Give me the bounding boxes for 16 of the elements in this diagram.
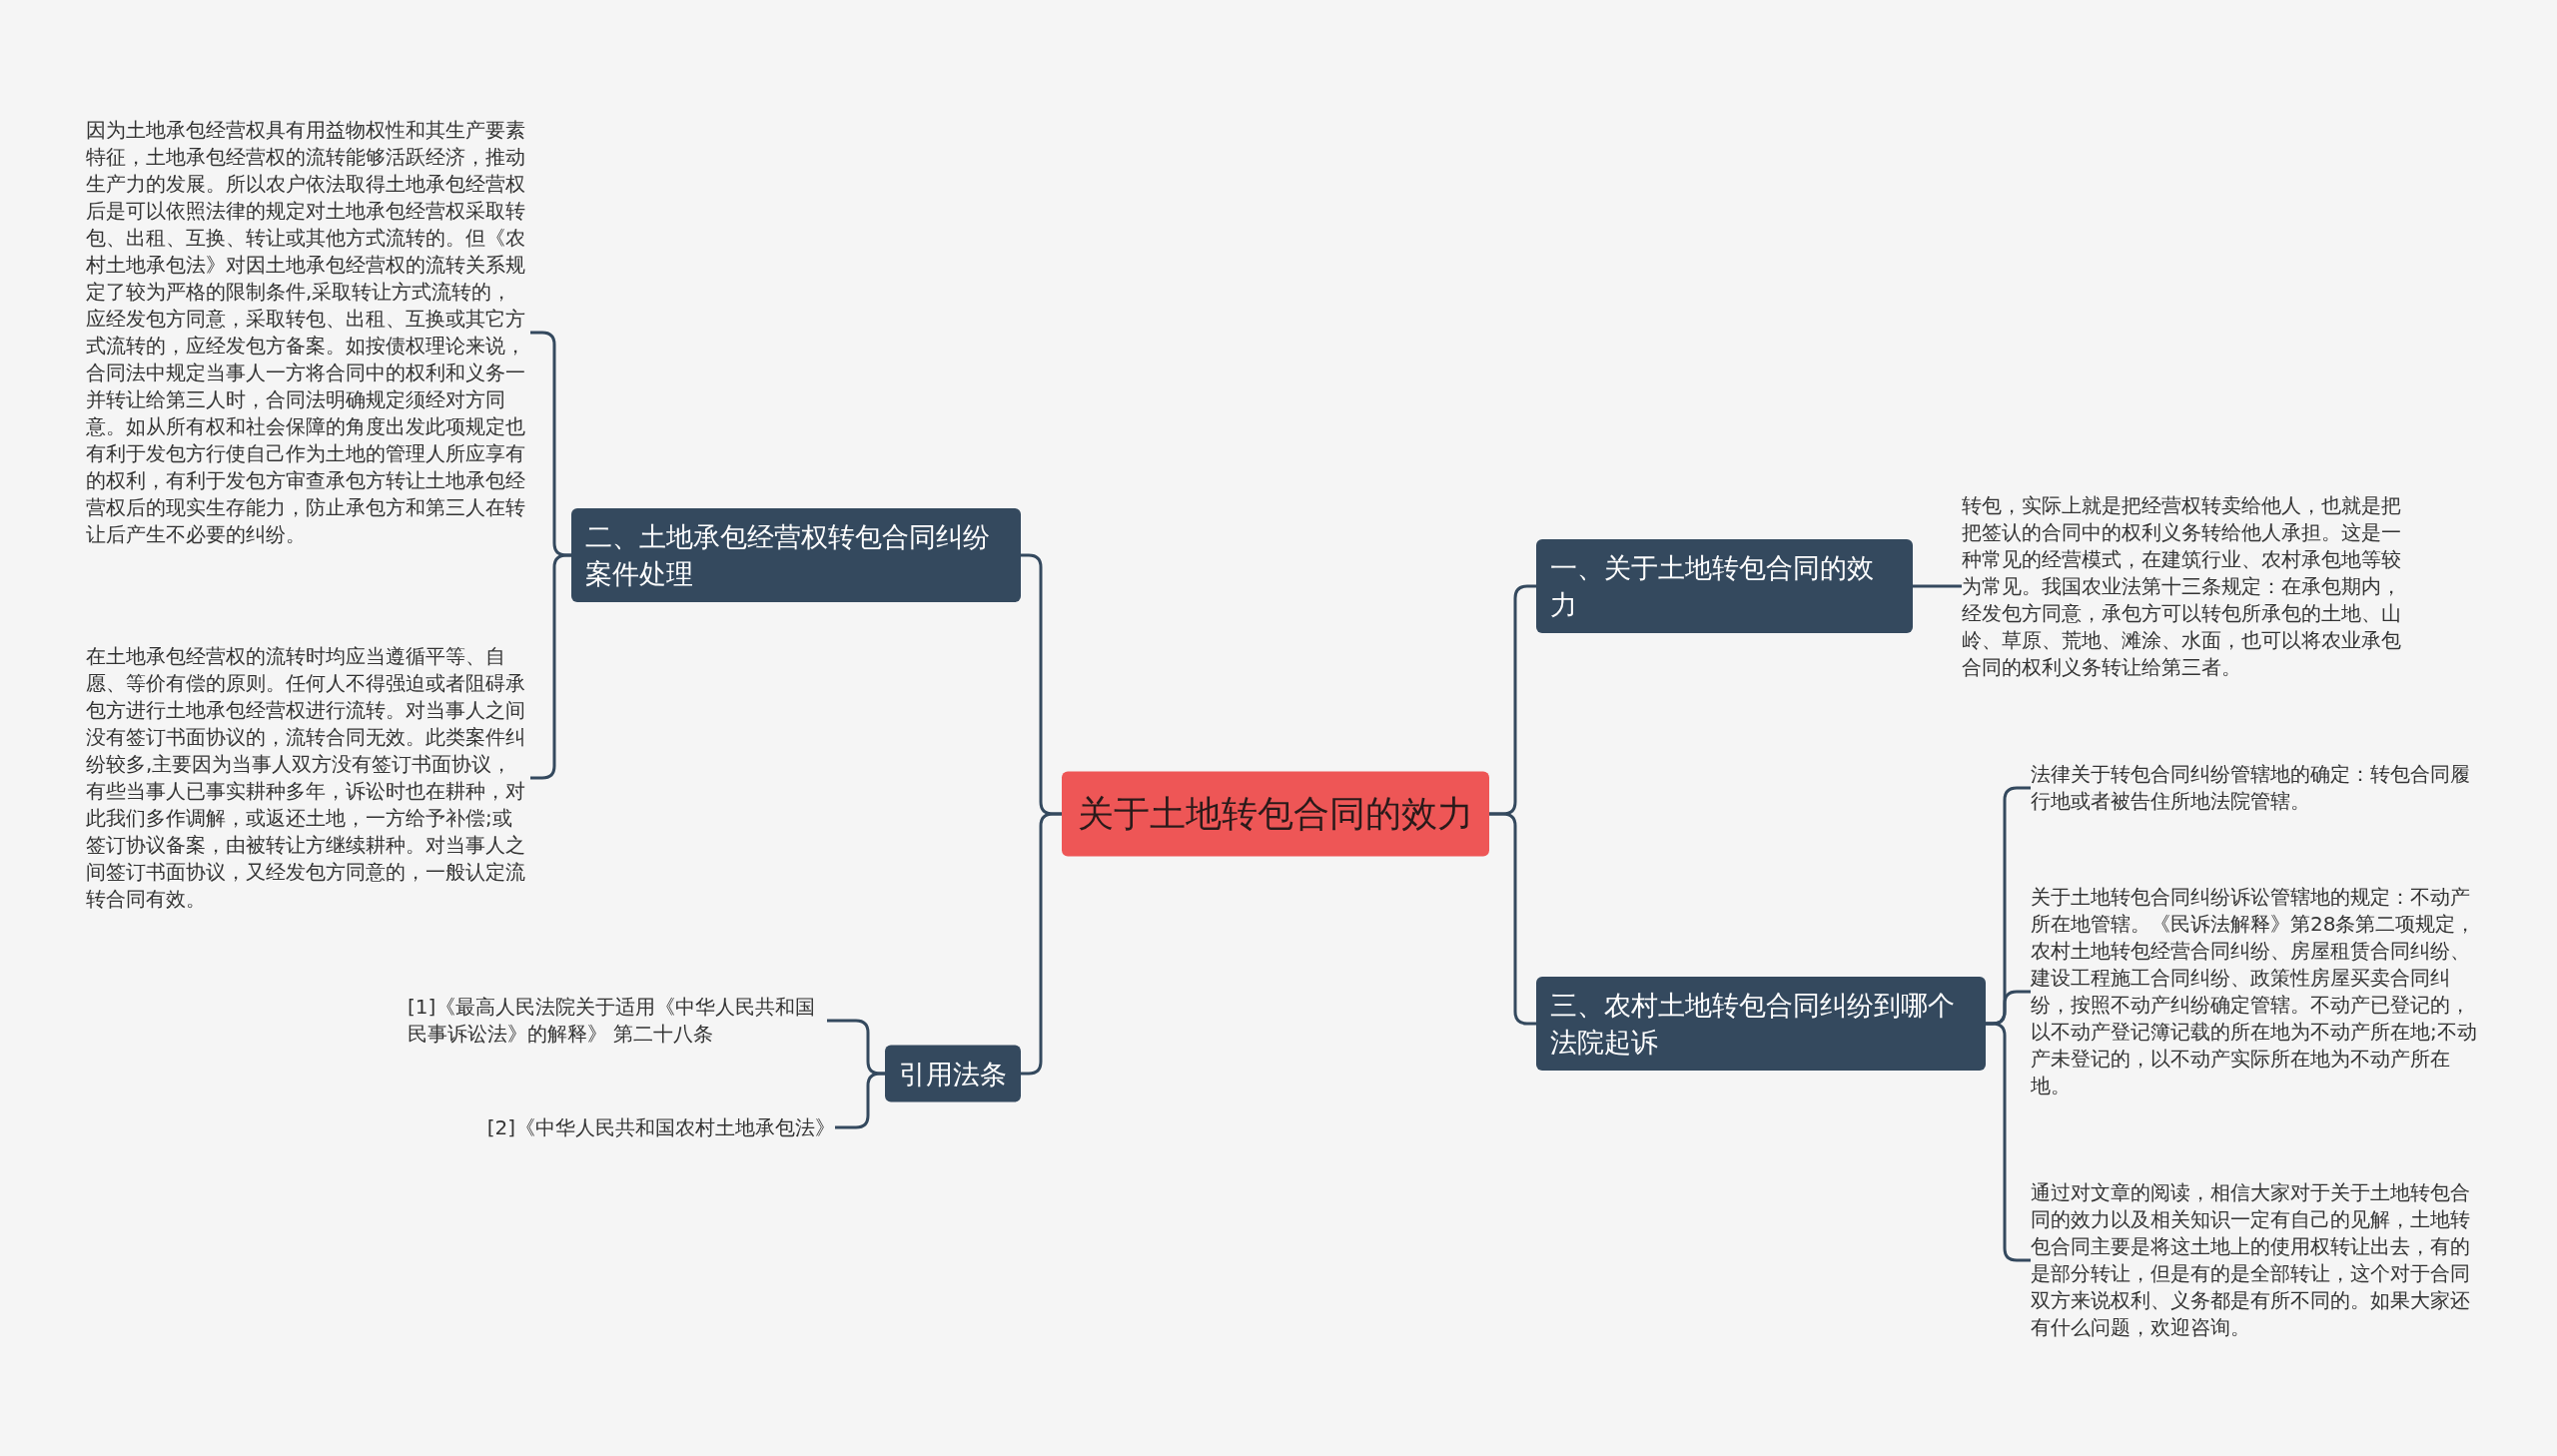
connector-line bbox=[1489, 812, 1536, 1026]
central-topic-box: 关于土地转包合同的效力 bbox=[1062, 771, 1489, 857]
note-text: [2]《中华人民共和国农村土地承包法》 bbox=[416, 1113, 835, 1141]
note-text: 关于土地转包合同纠纷诉讼管辖地的规定：不动产所在地管辖。《民诉法解释》第28条第二项规定，农村土地转包经营合同纠纷、房屋租赁合同纠纷、建设工程施工合同纠纷、政策性房屋买卖合同纠纷，按照不动产纠纷确定管辖。不动产已登记的，以不动产登记簿记载的所在地为不动产所在地;不动产未登记的，以不动产实际所在地为不动产所在地。 bbox=[2031, 884, 2480, 1099]
topic-box: 引用法条 bbox=[885, 1045, 1021, 1102]
note-text: 在土地承包经营权的流转时均应当遵循平等、自愿、等价有偿的原则。任何人不得强迫或者阻碍承包方进行土地承包经营权进行流转。对当事人之间没有签订书面协议的，流转合同无效。此类案件纠纷较多,主要因为当事人双方没有签订书面协议，有些当事人已事实耕种多年，诉讼时也在耕种，对此我们多作调解，或返还土地，一方给予补偿;或签订协议备案，由被转让方继续耕种。对当事人之间签订书面协议，又经发包方同意的，一般认定流转合同有效。 bbox=[86, 643, 530, 913]
topic-box: 二、土地承包经营权转包合同纠纷案件处理 bbox=[571, 508, 1021, 602]
connector-line bbox=[1913, 584, 1962, 588]
connector-line bbox=[1021, 812, 1062, 1076]
topic-box: 三、农村土地转包合同纠纷到哪个法院起诉 bbox=[1536, 977, 1986, 1071]
note-text: 法律关于转包合同纠纷管辖地的确定：转包合同履行地或者被告住所地法院管辖。 bbox=[2031, 761, 2480, 815]
note-text: 转包，实际上就是把经营权转卖给他人，也就是把把签认的合同中的权利义务转给他人承担。这是一种常见的经营模式，在建筑行业、农村承包地等较为常见。我国农业法第十三条规定：在承包期内，经发包方同意，承包方可以转包所承包的土地、山岭、草原、荒地、滩涂、水面，也可以将农业承包合同的权利义务转让给第三者。 bbox=[1962, 491, 2401, 681]
note-text: 通过对文章的阅读，相信大家对于关于土地转包合同的效力以及相关知识一定有自己的见解，土地转包合同主要是将这土地上的使用权转让出去，有的是部分转让，但是有的是全部转让，这个对于合同双方来说权利、义务都是有所不同的。如果大家还有什么问题，欢迎咨询。 bbox=[2031, 1179, 2480, 1341]
note-text: 因为土地承包经营权具有用益物权性和其生产要素特征，土地承包经营权的流转能够活跃经济，推动生产力的发展。所以农户依法取得土地承包经营权后是可以依照法律的规定对土地承包经营权采取转包、出租、互换、转让或其他方式流转的。但《农村土地承包法》对因土地承包经营权的流转关系规定了较为严格的限制条件,采取转让方式流转的，应经发包方同意，采取转包、出租、互换或其它方式流转的，应经发包方备案。如按债权理论来说，合同法中规定当事人一方将合同中的权利和义务一并转让给第三人时，合同法明确规定须经对方同意。如从所有权和社会保障的角度出发此项规定也有利于发包方行使自己作为土地的管理人所应享有的权利，有利于发包方审查承包方转让土地承包经营权后的现实生存能力，防止承包方和第三人在转让后产生不必要的纠纷。 bbox=[86, 117, 530, 548]
note-text: [1]《最高人民法院关于适用《中华人民共和国民事诉讼法》的解释》 第二十八条 bbox=[408, 994, 827, 1048]
topic-box: 一、关于土地转包合同的效力 bbox=[1536, 539, 1913, 633]
